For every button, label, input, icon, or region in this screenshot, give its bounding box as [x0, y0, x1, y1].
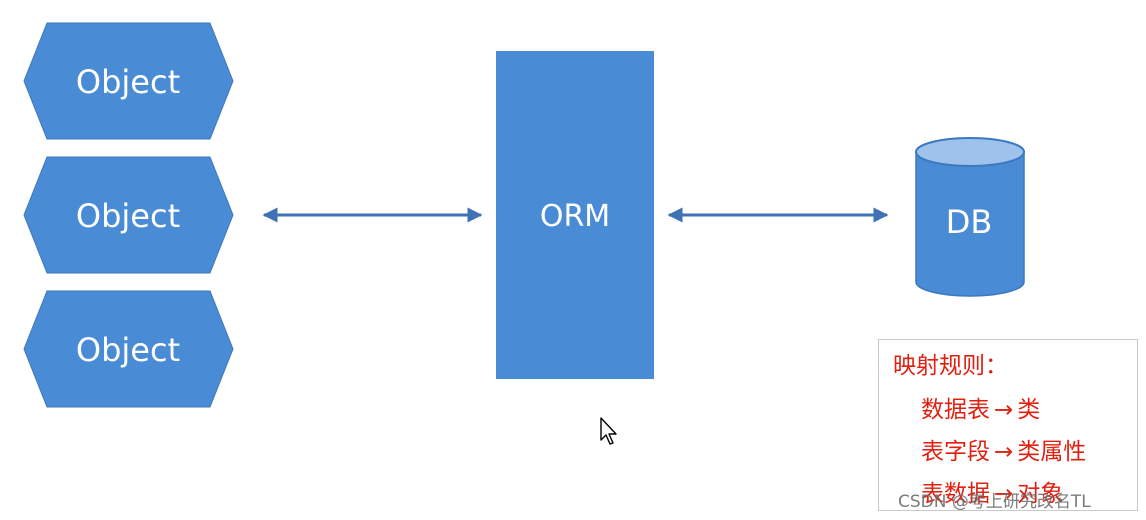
rule-from: 表数据 [921, 481, 990, 507]
db-node: DB [915, 137, 1025, 297]
orm-label: ORM [540, 199, 610, 234]
orm-rect [496, 51, 654, 379]
hexagon-shape [23, 290, 234, 408]
right-arrow-icon: → [994, 439, 1014, 465]
db-cylinder-top [915, 137, 1025, 167]
object-label-3: Object [76, 331, 180, 369]
rule-from: 表字段 [921, 439, 990, 465]
db-cylinder-body [915, 151, 1025, 297]
csdn-watermark: CSDN @考上研究改名TL [898, 492, 1091, 512]
rule-to: 类 [1017, 397, 1041, 423]
mapping-rules-box: 映射规则： 数据表→类 表字段→类属性 表数据→对象 [878, 339, 1138, 511]
db-label: DB [946, 203, 993, 241]
orm-node: ORM [496, 51, 654, 379]
object-node-2: Object [23, 156, 234, 274]
object-node-3: Object [23, 290, 234, 408]
hexagon-shape [23, 156, 234, 274]
object-label-2: Object [76, 197, 180, 235]
right-arrow-icon: → [994, 397, 1014, 423]
object-label-1: Object [76, 63, 180, 101]
rule-from: 数据表 [921, 397, 990, 423]
mapping-rules-title: 映射规则： [893, 353, 1008, 379]
rule-to: 类属性 [1017, 439, 1087, 465]
mapping-rule-table-to-class: 数据表→类 [921, 390, 1040, 424]
mapping-rule-data-to-object: 表数据→对象 [921, 474, 1063, 508]
hexagon-shape [23, 22, 234, 140]
rule-to: 对象 [1017, 481, 1064, 507]
mapping-rule-field-to-attribute: 表字段→类属性 [921, 432, 1086, 466]
right-arrow-icon: → [994, 481, 1014, 507]
object-node-1: Object [23, 22, 234, 140]
mouse-pointer-icon [600, 417, 617, 445]
